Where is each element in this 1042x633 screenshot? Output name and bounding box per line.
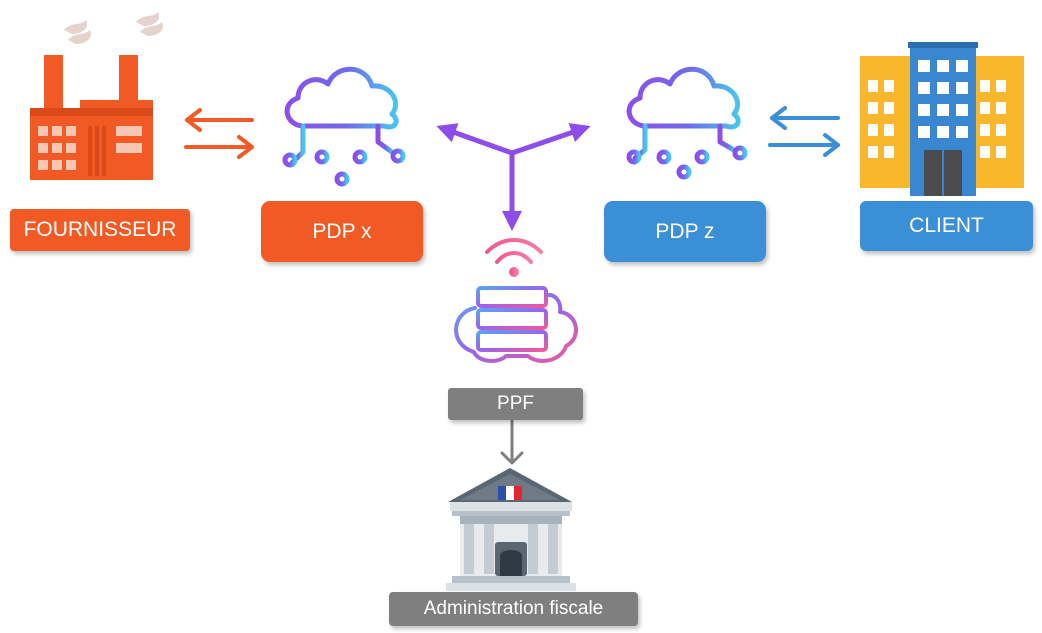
ppf-to-admin-arrow (500, 419, 524, 465)
government-building-icon (446, 468, 576, 591)
pdp-z-label: PDP z (604, 201, 766, 262)
fournisseur-label: FOURNISSEUR (10, 209, 190, 251)
cloud-network-icon (626, 66, 748, 180)
administration-fiscale-label: Administration fiscale (389, 592, 638, 626)
ppf-label: PPF (448, 388, 583, 420)
client-exchange-arrows (768, 106, 840, 157)
building-icon (860, 42, 1024, 196)
pdp-x-label: PDP x (261, 201, 423, 262)
factory-icon (30, 12, 164, 180)
cloud-network-icon (282, 66, 406, 187)
ppf-distribution-arrows (436, 123, 591, 231)
client-label: CLIENT (860, 201, 1033, 251)
supplier-exchange-arrows (184, 108, 254, 159)
french-flag-icon (498, 486, 522, 500)
server-cloud-icon (454, 238, 578, 363)
